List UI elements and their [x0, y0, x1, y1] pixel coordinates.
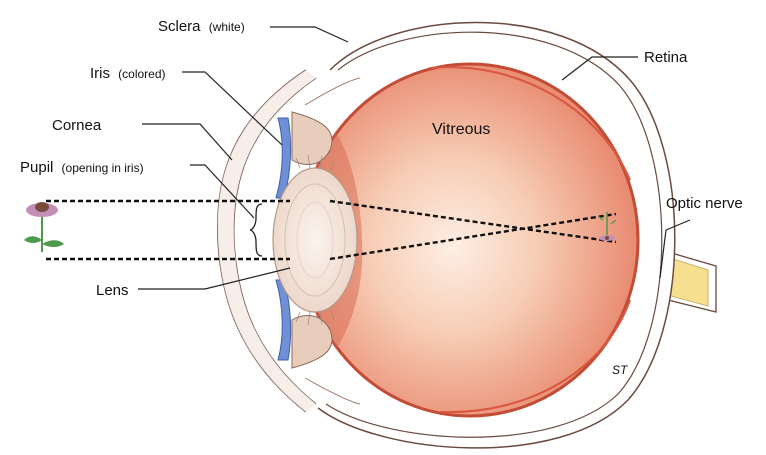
iris-label: Iris (colored)	[90, 65, 166, 82]
iris-label-main: Iris	[90, 65, 110, 82]
sclera-label: Sclera (white)	[158, 18, 245, 35]
pupil-bracket	[250, 204, 262, 256]
retina-label: Retina	[644, 49, 688, 66]
lens-label: Lens	[96, 282, 129, 299]
artist-signature: ST	[612, 363, 629, 377]
sclera-label-main: Sclera	[158, 18, 201, 35]
pupil-label-main: Pupil	[20, 159, 53, 176]
optic-nerve-label: Optic nerve	[666, 195, 743, 212]
cornea-label: Cornea	[52, 117, 102, 134]
pupil-label: Pupil (opening in iris)	[20, 159, 144, 176]
sclera-label-note: (white)	[209, 20, 245, 34]
cornea-leader	[142, 124, 232, 160]
pupil-label-note: (opening in iris)	[62, 161, 144, 175]
iris-label-note: (colored)	[118, 67, 165, 81]
sclera-leader	[270, 27, 348, 42]
vitreous-label: Vitreous	[432, 121, 490, 138]
lens-leader	[138, 268, 290, 289]
flower-object	[24, 202, 64, 252]
